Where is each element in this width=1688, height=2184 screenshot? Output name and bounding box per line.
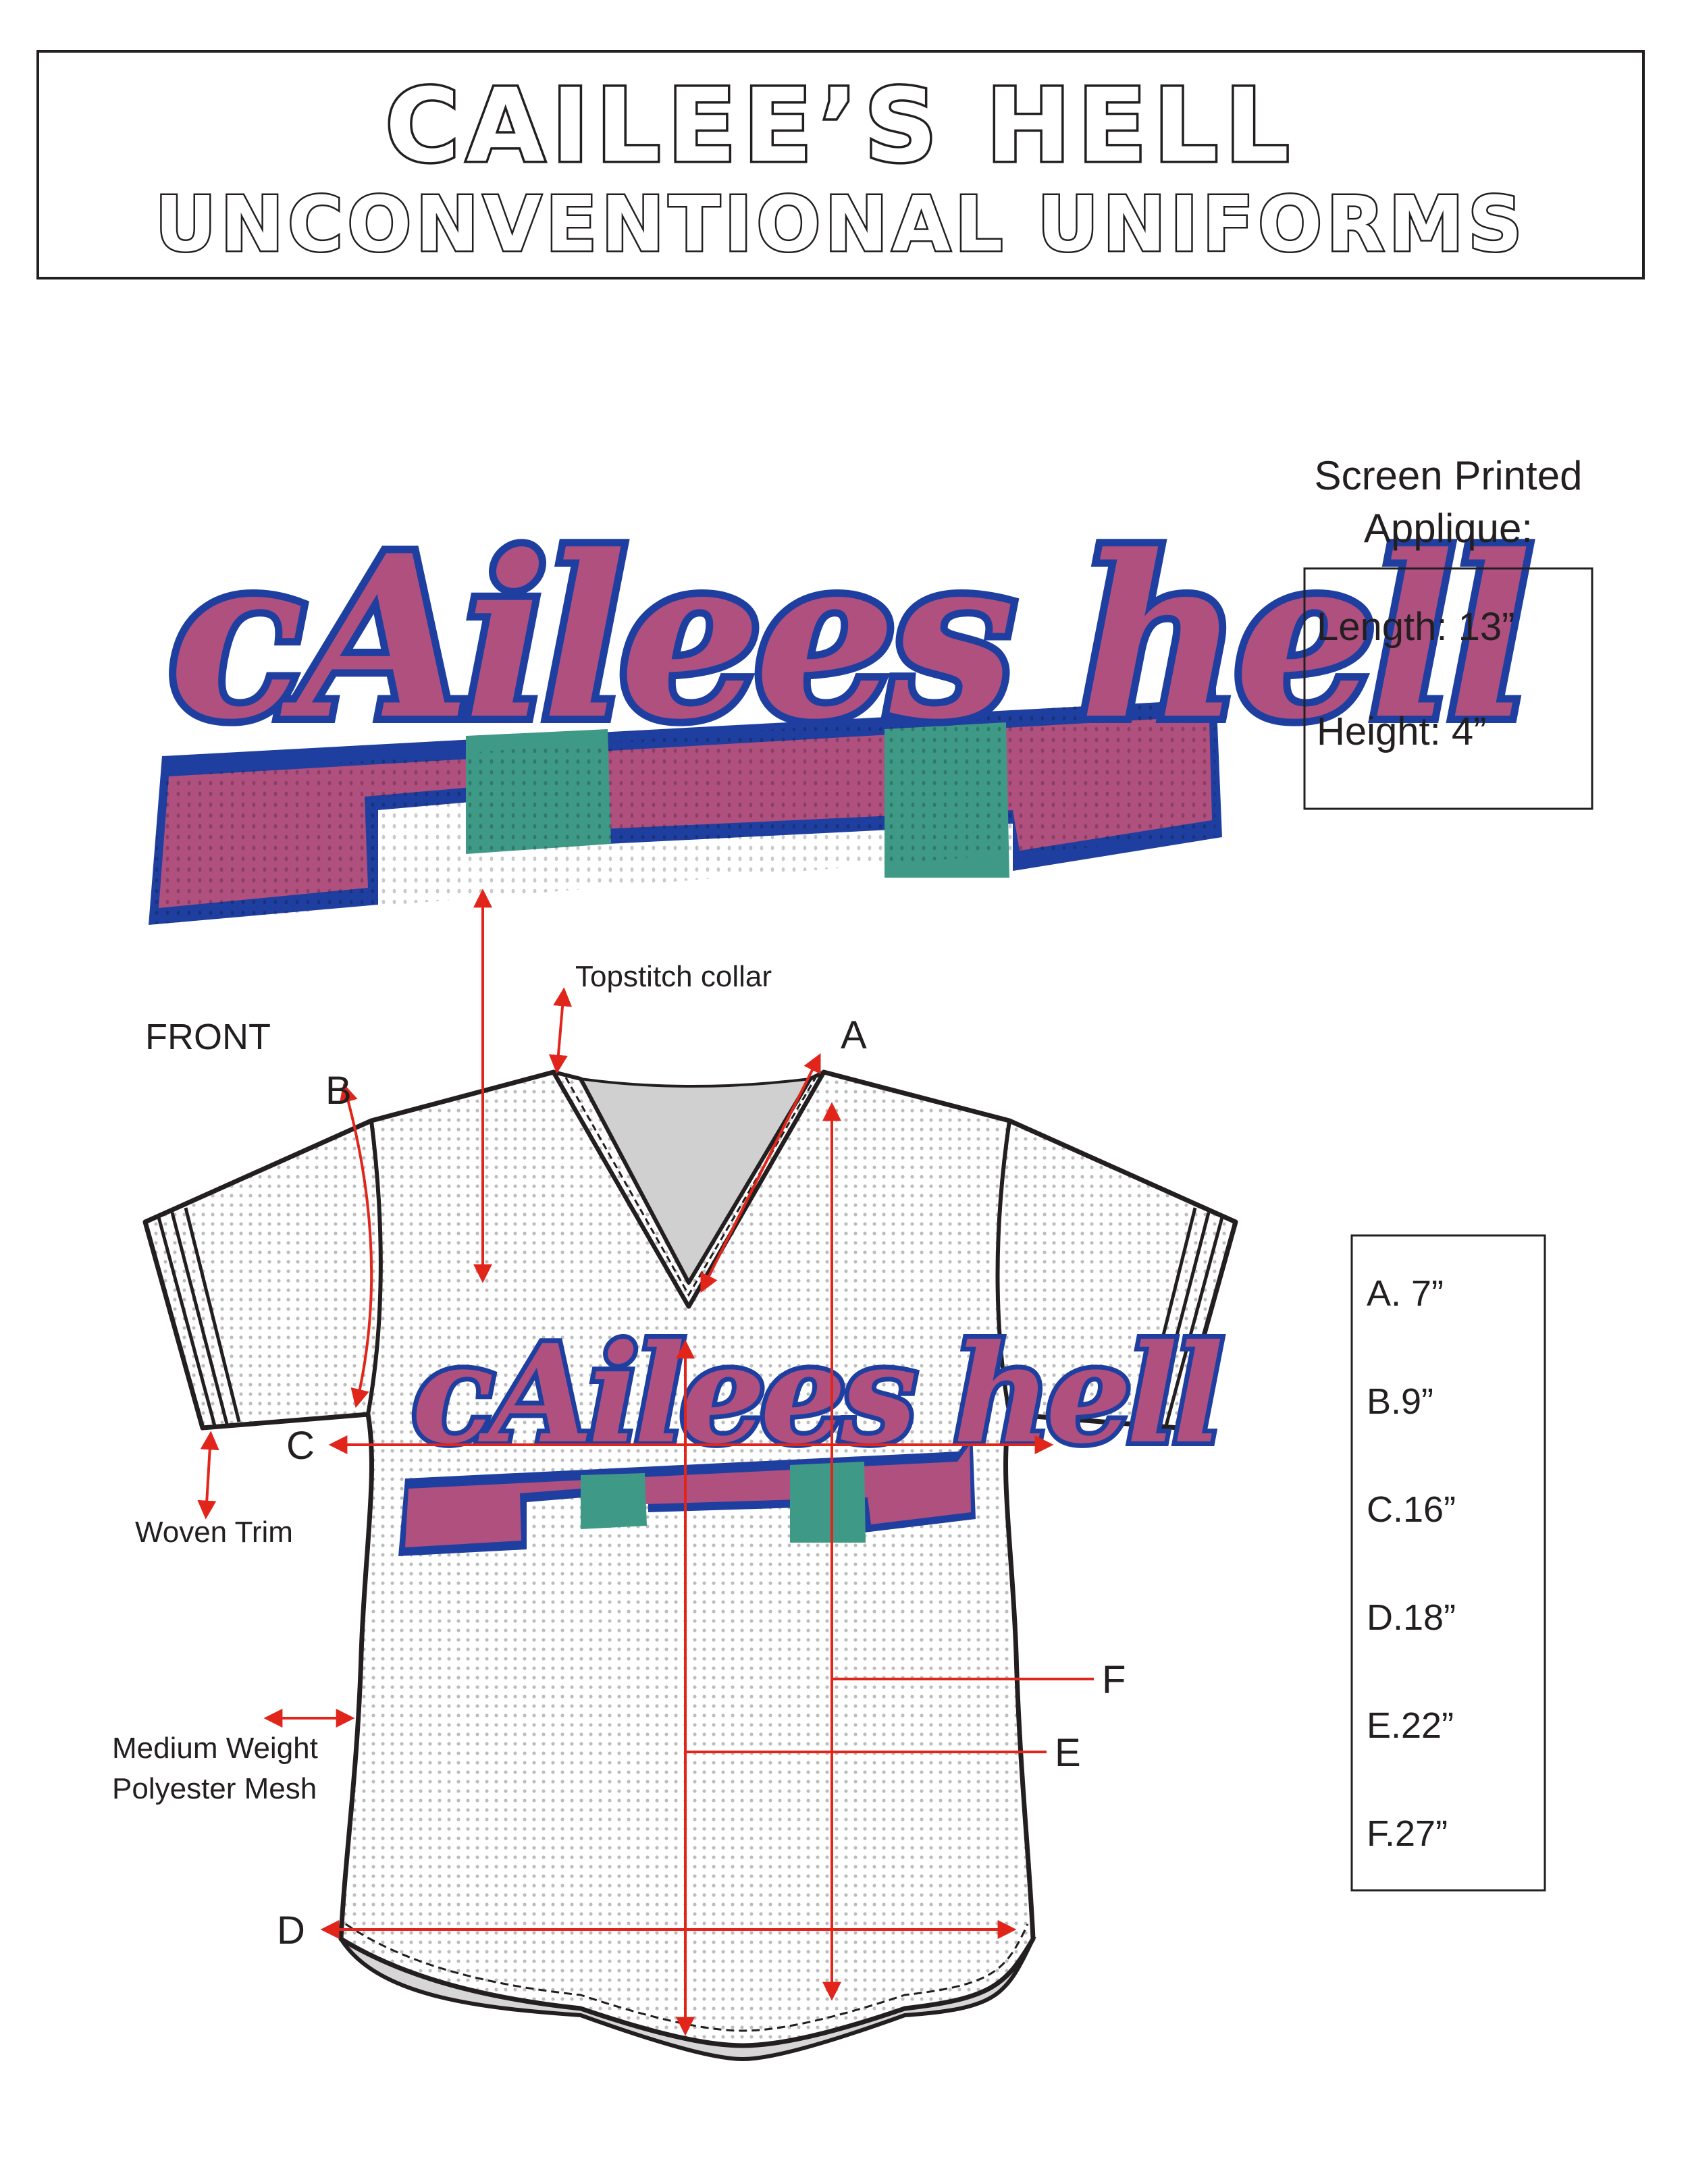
applique-heading-line2: Applique: <box>1363 506 1533 551</box>
applique-heading-line1: Screen Printed <box>1314 453 1583 498</box>
point-letter-c: C <box>286 1424 315 1468</box>
measurement-lines <box>197 888 1094 2036</box>
mesh-label-line1: Medium Weight <box>112 1732 318 1765</box>
measurement-spec-box <box>1350 1234 1546 1892</box>
applique-logo-text: cAilees hell <box>169 506 1527 768</box>
point-letter-a: A <box>841 1013 867 1057</box>
front-view-label: FRONT <box>145 1017 271 1057</box>
measurement-list: A. 7” B.9” C.16” D.18” E.22” F.27” <box>1352 1235 1545 1890</box>
woven-trim-label: Woven Trim <box>135 1516 293 1549</box>
applique-on-jersey: cAilees hell <box>398 1310 1230 1556</box>
mesh-label-line2: Polyester Mesh <box>112 1772 317 1805</box>
page-subtitle: UNCONVENTIONAL UNIFORMS <box>153 180 1527 271</box>
applique-spec-box <box>1303 567 1593 810</box>
point-letter-d: D <box>277 1909 305 1952</box>
svg-text:cAilees hell: cAilees hell <box>412 1315 1220 1474</box>
measurement-c: C.16” <box>1367 1489 1456 1530</box>
measurement-a: A. 7” <box>1367 1273 1444 1314</box>
measurement-b: B.9” <box>1367 1381 1434 1422</box>
measure-a-line <box>700 1053 821 1294</box>
topstitch-arrow <box>548 987 573 1074</box>
measurement-d: D.18” <box>1367 1597 1456 1638</box>
left-sleeve-trim <box>143 1207 241 1429</box>
applique-length: Length: 13” <box>1317 605 1515 649</box>
point-letter-e: E <box>1055 1731 1081 1775</box>
woven-trim-arrow <box>197 1431 219 1520</box>
point-letter-b: B <box>325 1069 352 1113</box>
right-sleeve-trim <box>1140 1207 1238 1429</box>
jersey-front: cAilees hell <box>142 1069 1238 2062</box>
measure-b-line <box>339 1083 373 1408</box>
header-box: CAILEE’S HELL UNCONVENTIONAL UNIFORMS <box>36 50 1645 279</box>
applique-large: cAilees hell <box>149 499 1541 925</box>
point-letter-f: F <box>1102 1658 1126 1702</box>
applique-height: Height: 4” <box>1317 710 1487 753</box>
measurement-f: F.27” <box>1367 1813 1448 1854</box>
measurement-e: E.22” <box>1367 1705 1454 1746</box>
topstitch-collar-label: Topstitch collar <box>575 960 772 993</box>
page-title: CAILEE’S HELL <box>383 65 1296 188</box>
